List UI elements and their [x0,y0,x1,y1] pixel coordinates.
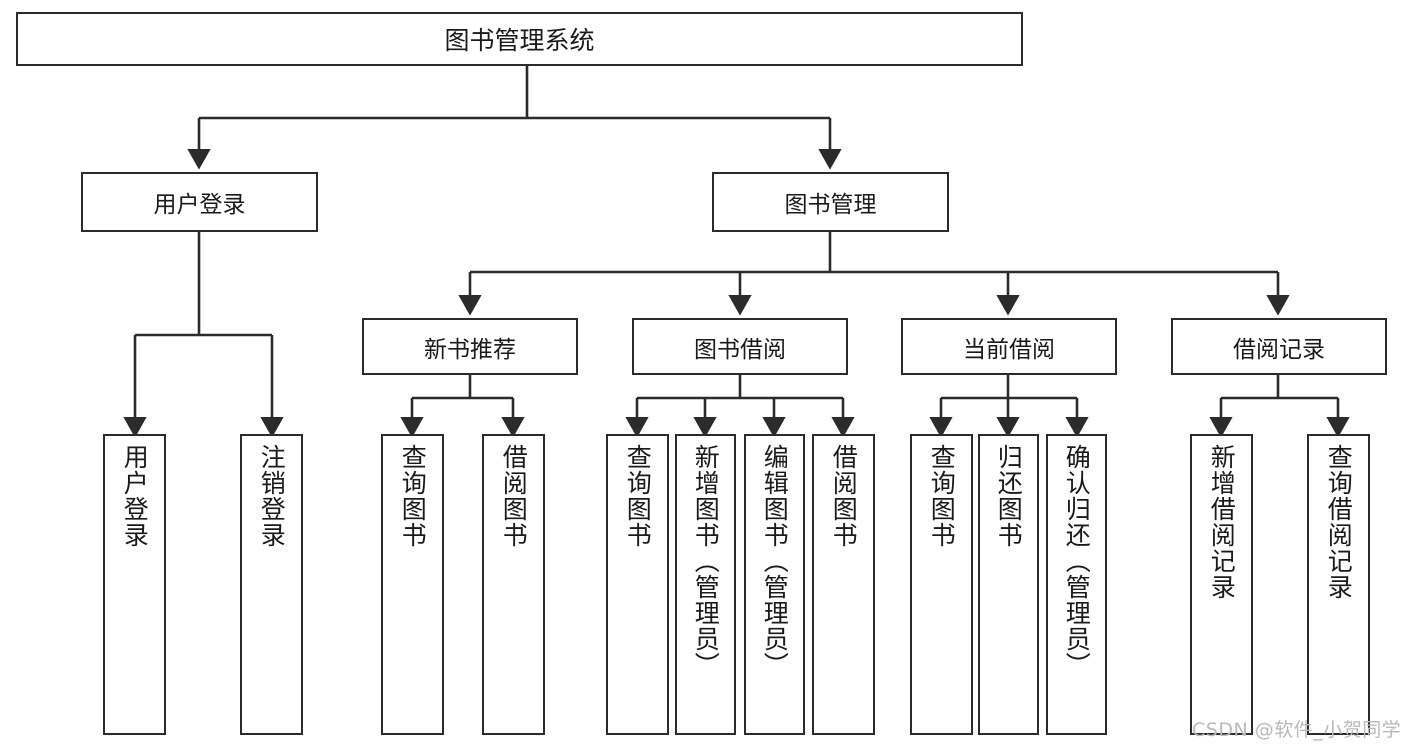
leaf-query-book-3[interactable]: 查询图书 [910,434,973,735]
node-label: 图书管理 [784,192,877,218]
node-book-management[interactable]: 图书管理 [712,172,949,232]
leaf-add-book[interactable]: 新增图书（管理员） [675,434,736,735]
leaf-logout-login[interactable]: 注销登录 [240,434,303,735]
node-label: 新增图书（管理员） [691,444,721,678]
node-user-login[interactable]: 用户登录 [81,172,318,232]
leaf-query-book-1[interactable]: 查询图书 [381,434,444,735]
node-label: 用户登录 [153,192,246,218]
csdn-watermark: CSDN @软件_小贺同学 [1192,719,1402,741]
node-label: 编辑图书（管理员） [760,444,790,678]
node-root[interactable]: 图书管理系统 [16,12,1023,66]
node-label: 借阅图书 [829,444,859,548]
leaf-user-login[interactable]: 用户登录 [103,434,166,735]
node-label: 查询图书 [927,444,957,548]
node-label: 查询借阅记录 [1324,444,1354,600]
node-label: 新增借阅记录 [1207,444,1237,600]
node-label: 新书推荐 [424,336,516,363]
leaf-confirm-return[interactable]: 确认归还（管理员） [1046,434,1107,735]
node-new-book-recommend[interactable]: 新书推荐 [362,318,578,375]
node-label: 查询图书 [623,444,653,548]
node-label: 注销登录 [257,444,287,548]
node-label: 借阅图书 [499,444,529,548]
leaf-return-book[interactable]: 归还图书 [978,434,1039,735]
leaf-borrow-book-1[interactable]: 借阅图书 [482,434,545,735]
node-label: 查询图书 [398,444,428,548]
node-label: 当前借阅 [963,336,1055,363]
leaf-query-record[interactable]: 查询借阅记录 [1307,434,1370,735]
node-label: 图书管理系统 [444,26,595,55]
node-label: 确认归还（管理员） [1062,444,1092,678]
node-label: 借阅记录 [1233,336,1325,363]
leaf-add-record[interactable]: 新增借阅记录 [1190,434,1253,735]
node-label: 归还图书 [994,444,1024,548]
leaf-borrow-book-2[interactable]: 借阅图书 [812,434,875,735]
node-label: 图书借阅 [694,336,786,363]
node-book-borrow[interactable]: 图书借阅 [632,318,848,375]
node-current-borrow[interactable]: 当前借阅 [901,318,1117,375]
node-borrow-record[interactable]: 借阅记录 [1171,318,1387,375]
node-label: 用户登录 [120,444,150,548]
leaf-query-book-2[interactable]: 查询图书 [606,434,669,735]
leaf-edit-book[interactable]: 编辑图书（管理员） [744,434,805,735]
